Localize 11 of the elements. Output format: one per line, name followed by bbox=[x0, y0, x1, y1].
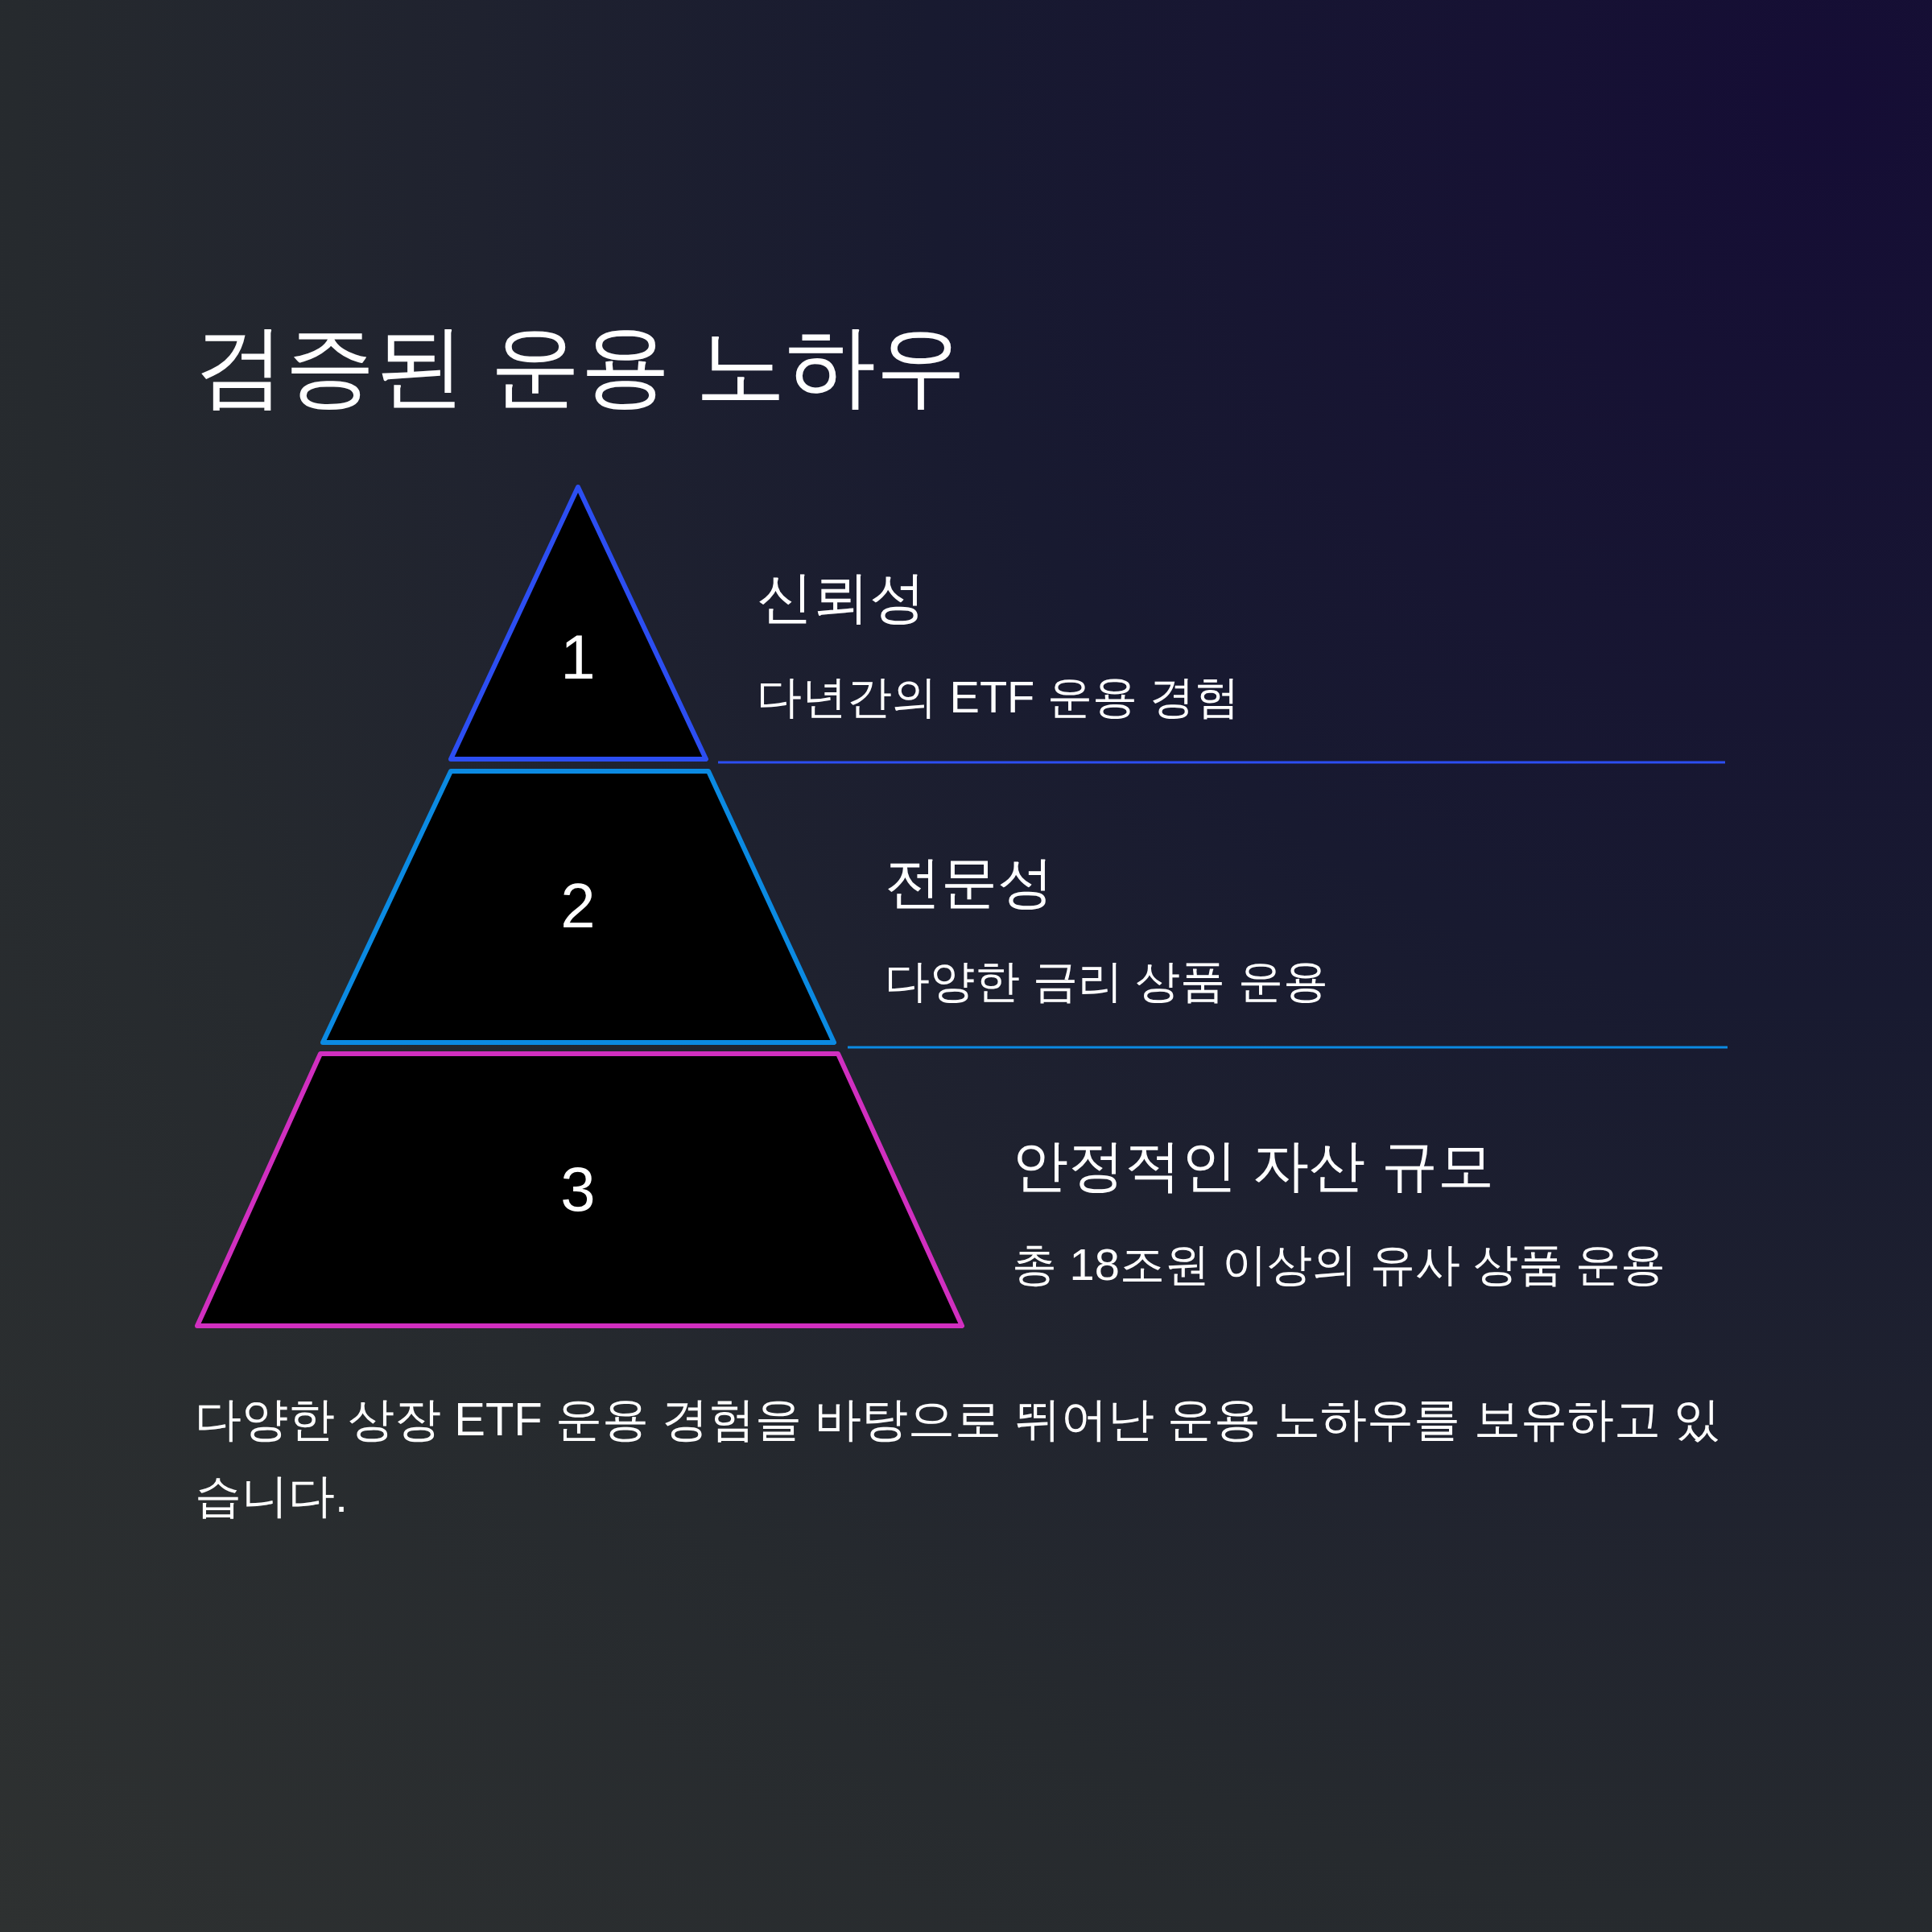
tier-description: 총 18조원 이상의 유사 상품 운용 bbox=[1012, 1238, 1666, 1291]
tier-heading: 전문성 bbox=[885, 850, 1054, 915]
title: 검증된 운용 노하우 bbox=[195, 315, 967, 418]
caption: 다양한 상장 ETF 운용 경험을 바탕으로 뛰어난 운용 노하우를 보유하고 있습니다. bbox=[195, 1392, 1721, 1523]
tier-number: 2 bbox=[559, 869, 597, 942]
tier-number: 3 bbox=[559, 1153, 597, 1225]
tier-heading: 신뢰성 bbox=[757, 565, 926, 630]
tier-description: 다년간의 ETF 운용 경험 bbox=[757, 671, 1241, 724]
tier-heading: 안정적인 자산 규모 bbox=[1012, 1133, 1494, 1199]
tier-description: 다양한 금리 상품 운용 bbox=[885, 955, 1328, 1008]
tier-number: 1 bbox=[559, 621, 597, 693]
